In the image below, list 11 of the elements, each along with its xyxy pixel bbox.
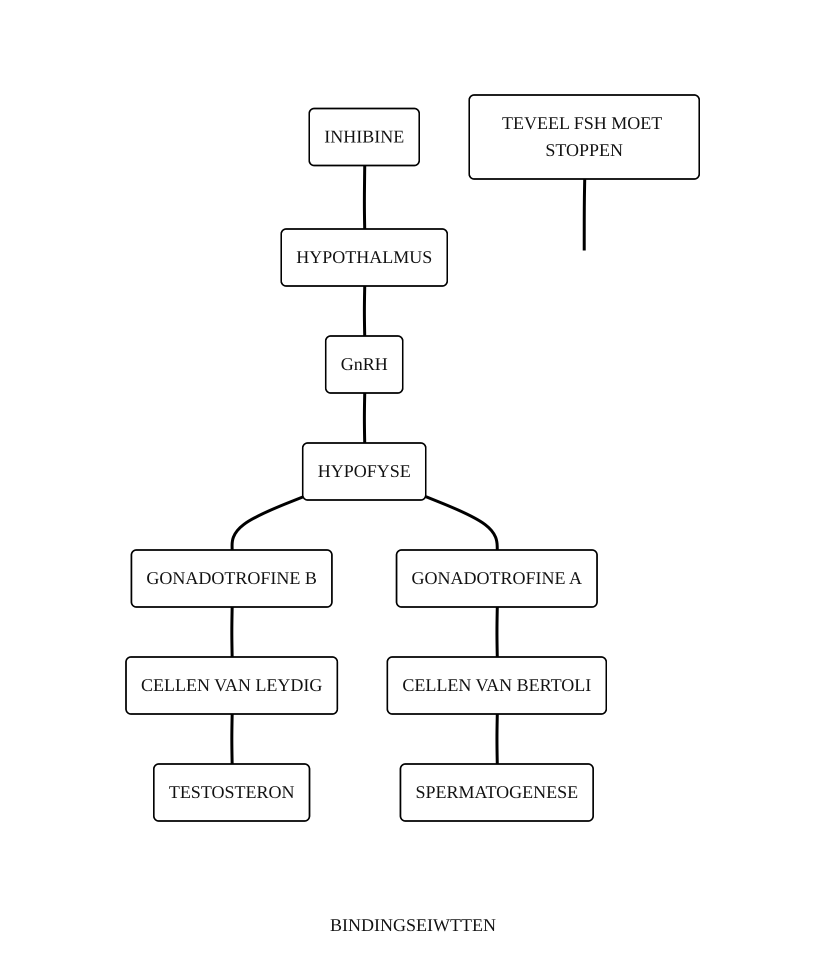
connector: [363, 286, 367, 336]
connector: [363, 392, 367, 444]
note-text: BINDINGSEIWTTEN: [330, 915, 496, 936]
connector: [230, 494, 304, 550]
connector: [426, 494, 500, 550]
connector: [363, 165, 367, 230]
connector: [496, 714, 500, 764]
connector: [583, 178, 587, 250]
connector: [496, 606, 500, 658]
connector: [230, 606, 234, 658]
connector: [230, 714, 234, 764]
